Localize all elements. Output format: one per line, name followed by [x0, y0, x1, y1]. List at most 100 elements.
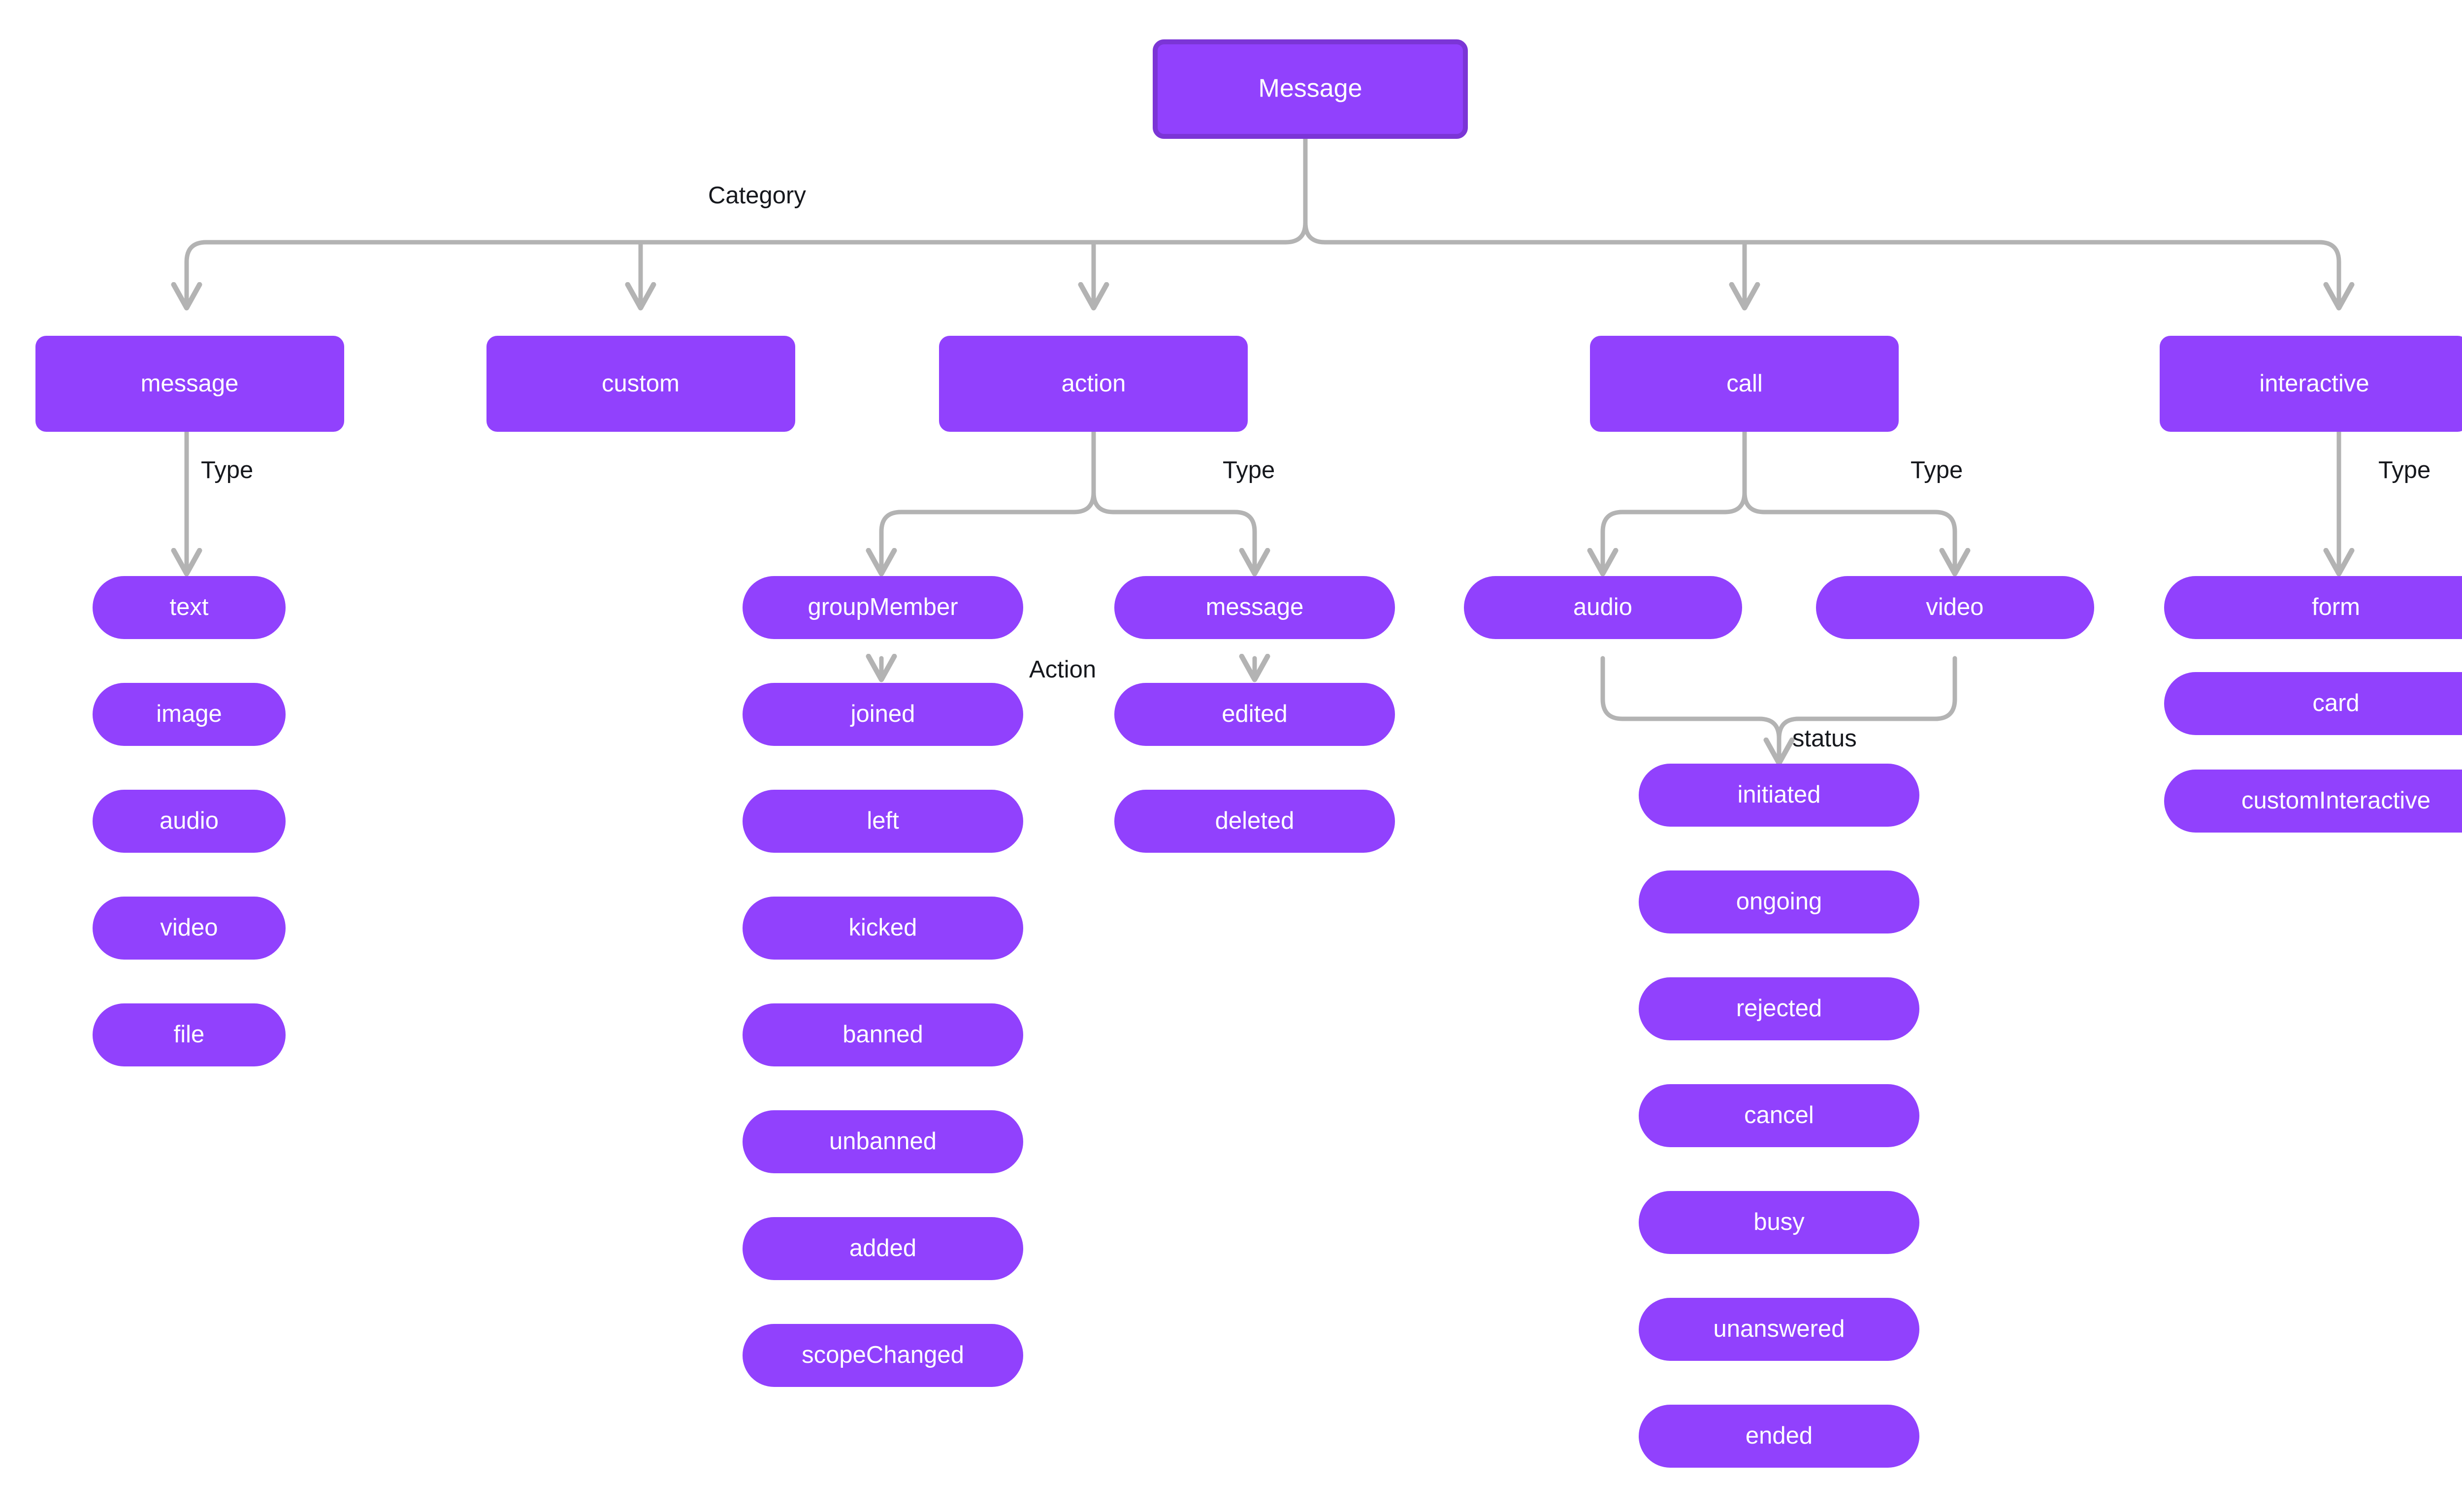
interactive-type-form-shape[interactable]	[2164, 576, 2462, 639]
node-call-status-cancel[interactable]: cancel	[1639, 1084, 1919, 1147]
category-call-label: call	[1726, 370, 1763, 397]
node-call-status-unanswered[interactable]: unanswered	[1639, 1298, 1919, 1361]
node-message-action-deleted[interactable]: deleted	[1114, 790, 1395, 853]
edge-root-stem	[1303, 134, 1328, 245]
message-action-edited-shape[interactable]	[1114, 683, 1395, 746]
node-groupmember-action-joined[interactable]: joined	[743, 683, 1023, 746]
node-action-type-message[interactable]: message	[1114, 576, 1395, 639]
call-status-ongoing-shape[interactable]	[1639, 870, 1919, 933]
node-category-call[interactable]: call	[1590, 336, 1899, 432]
groupmember-action-left-label: left	[867, 807, 899, 834]
edge-root-stem-left	[1283, 220, 1308, 245]
message-type-image-shape[interactable]	[93, 683, 286, 746]
node-message-type-image[interactable]: image	[93, 683, 286, 746]
edge-label-layer: Category Type Type Type Type Action stat…	[201, 182, 2430, 752]
call-status-cancel-shape[interactable]	[1639, 1084, 1919, 1147]
node-category-action[interactable]: action	[939, 336, 1248, 432]
groupmember-action-unbanned-shape[interactable]	[743, 1110, 1023, 1173]
category-interactive-shape[interactable]	[2160, 336, 2462, 432]
message-type-text-shape[interactable]	[93, 576, 286, 639]
call-status-initiated-shape[interactable]	[1639, 764, 1919, 827]
action-type-groupmember-label: groupMember	[808, 594, 958, 620]
node-interactive-type-card[interactable]: card	[2164, 672, 2462, 735]
node-groupmember-action-unbanned[interactable]: unbanned	[743, 1110, 1023, 1173]
node-groupmember-action-scopechanged[interactable]: scopeChanged	[743, 1324, 1023, 1387]
groupmember-action-joined-shape[interactable]	[743, 683, 1023, 746]
edge-label-status: status	[1792, 725, 1857, 752]
groupmember-action-scopechanged-label: scopeChanged	[802, 1342, 964, 1368]
call-type-audio-label: audio	[1573, 594, 1632, 620]
edge-video-merge	[1796, 656, 1957, 721]
groupmember-action-joined-label: joined	[850, 701, 915, 727]
node-category-interactive[interactable]: interactive	[2160, 336, 2462, 432]
groupmember-action-banned-label: banned	[842, 1021, 923, 1048]
node-call-type-audio[interactable]: audio	[1464, 576, 1742, 639]
node-groupmember-action-kicked[interactable]: kicked	[743, 897, 1023, 960]
message-type-audio-shape[interactable]	[93, 790, 286, 853]
category-call-shape[interactable]	[1590, 336, 1899, 432]
node-call-status-ongoing[interactable]: ongoing	[1639, 870, 1919, 933]
category-message-shape[interactable]	[35, 336, 344, 432]
node-call-status-initiated[interactable]: initiated	[1639, 764, 1919, 827]
groupmember-action-added-label: added	[849, 1235, 916, 1261]
call-type-video-label: video	[1926, 594, 1983, 620]
node-groupmember-action-left[interactable]: left	[743, 790, 1023, 853]
call-status-ongoing-label: ongoing	[1736, 888, 1822, 915]
root-node-shape[interactable]	[1153, 39, 1468, 139]
node-interactive-type-form[interactable]: form	[2164, 576, 2462, 639]
call-status-busy-label: busy	[1753, 1209, 1805, 1235]
edge-label-type-interactive: Type	[2378, 457, 2430, 483]
action-type-groupmember-shape[interactable]	[743, 576, 1023, 639]
edge-label-action: Action	[1029, 656, 1096, 683]
groupmember-action-added-shape[interactable]	[743, 1217, 1023, 1280]
node-action-type-groupmember[interactable]: groupMember	[743, 576, 1023, 639]
groupmember-action-left-shape[interactable]	[743, 790, 1023, 853]
interactive-type-card-shape[interactable]	[2164, 672, 2462, 735]
call-type-audio-shape[interactable]	[1464, 576, 1742, 639]
node-category-custom[interactable]: custom	[486, 336, 795, 432]
edge-status-to-initiated	[1757, 716, 1795, 766]
edge-action-to-message	[1111, 510, 1270, 577]
node-category-message[interactable]: message	[35, 336, 344, 432]
node-message-type-video[interactable]: video	[93, 897, 286, 960]
node-groupmember-action-added[interactable]: added	[743, 1217, 1023, 1280]
message-action-edited-label: edited	[1222, 701, 1288, 727]
node-message-action-edited[interactable]: edited	[1114, 683, 1395, 746]
node-message-type-text[interactable]: text	[93, 576, 286, 639]
category-interactive-label: interactive	[2259, 370, 2369, 397]
message-type-audio-label: audio	[160, 807, 219, 834]
call-status-busy-shape[interactable]	[1639, 1191, 1919, 1254]
message-type-video-shape[interactable]	[93, 897, 286, 960]
edge-audio-merge	[1600, 656, 1762, 721]
category-action-shape[interactable]	[939, 336, 1248, 432]
call-status-ended-shape[interactable]	[1639, 1405, 1919, 1468]
groupmember-action-scopechanged-shape[interactable]	[743, 1324, 1023, 1387]
call-status-unanswered-shape[interactable]	[1639, 1298, 1919, 1361]
node-call-status-rejected[interactable]: rejected	[1639, 977, 1919, 1040]
message-type-file-shape[interactable]	[93, 1003, 286, 1066]
node-interactive-type-custominteractive[interactable]: customInteractive	[2164, 770, 2462, 833]
call-status-rejected-shape[interactable]	[1639, 977, 1919, 1040]
node-message-type-file[interactable]: file	[93, 1003, 286, 1066]
edge-action-to-groupmember	[866, 510, 1076, 577]
interactive-type-custominteractive-shape[interactable]	[2164, 770, 2462, 833]
message-type-video-label: video	[160, 914, 218, 941]
category-custom-shape[interactable]	[486, 336, 795, 432]
edge-call-to-audio	[1587, 510, 1727, 577]
edge-action-stem	[1091, 429, 1116, 515]
node-groupmember-action-banned[interactable]: banned	[743, 1003, 1023, 1066]
edge-bus-right	[1323, 240, 2355, 311]
groupmember-action-banned-shape[interactable]	[743, 1003, 1023, 1066]
node-root-message[interactable]: Message	[1153, 39, 1468, 139]
node-call-status-busy[interactable]: busy	[1639, 1191, 1919, 1254]
call-type-video-shape[interactable]	[1816, 576, 2094, 639]
action-type-message-label: message	[1206, 594, 1304, 620]
message-action-deleted-shape[interactable]	[1114, 790, 1395, 853]
node-message-type-audio[interactable]: audio	[93, 790, 286, 853]
call-status-unanswered-label: unanswered	[1714, 1316, 1845, 1342]
action-type-message-shape[interactable]	[1114, 576, 1395, 639]
groupmember-action-kicked-shape[interactable]	[743, 897, 1023, 960]
node-call-type-video[interactable]: video	[1816, 576, 2094, 639]
node-call-status-ended[interactable]: ended	[1639, 1405, 1919, 1468]
